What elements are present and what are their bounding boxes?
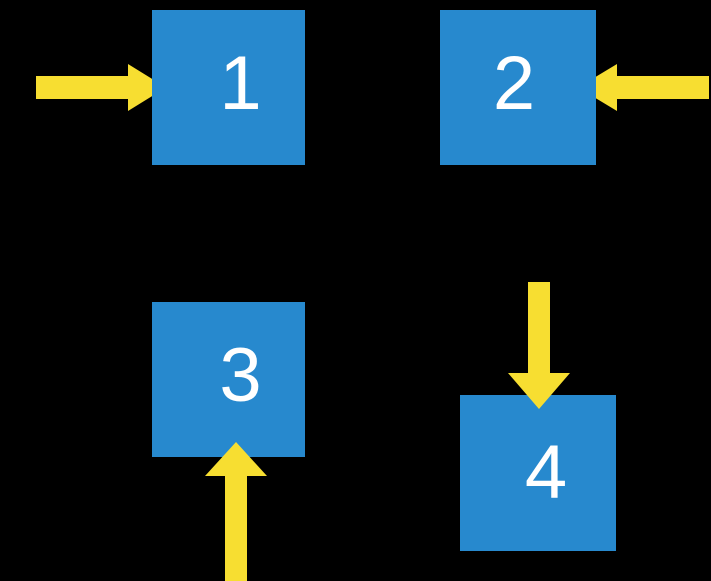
arrow-left-into-node-2 — [578, 64, 709, 111]
node-label-3: 3 — [219, 332, 262, 418]
arrow-right-into-node-1 — [36, 64, 166, 111]
node-label-4: 4 — [524, 430, 568, 515]
node-label-2: 2 — [492, 40, 536, 126]
node-box-4[interactable]: 4 — [460, 395, 616, 551]
arrow-down-into-node-4 — [508, 282, 570, 409]
node-box-2[interactable]: 2 — [440, 10, 596, 165]
node-label-1: 1 — [219, 40, 262, 126]
node-box-1[interactable]: 1 — [152, 10, 305, 165]
node-box-3[interactable]: 3 — [152, 302, 305, 457]
arrow-up-into-node-3 — [205, 442, 267, 581]
